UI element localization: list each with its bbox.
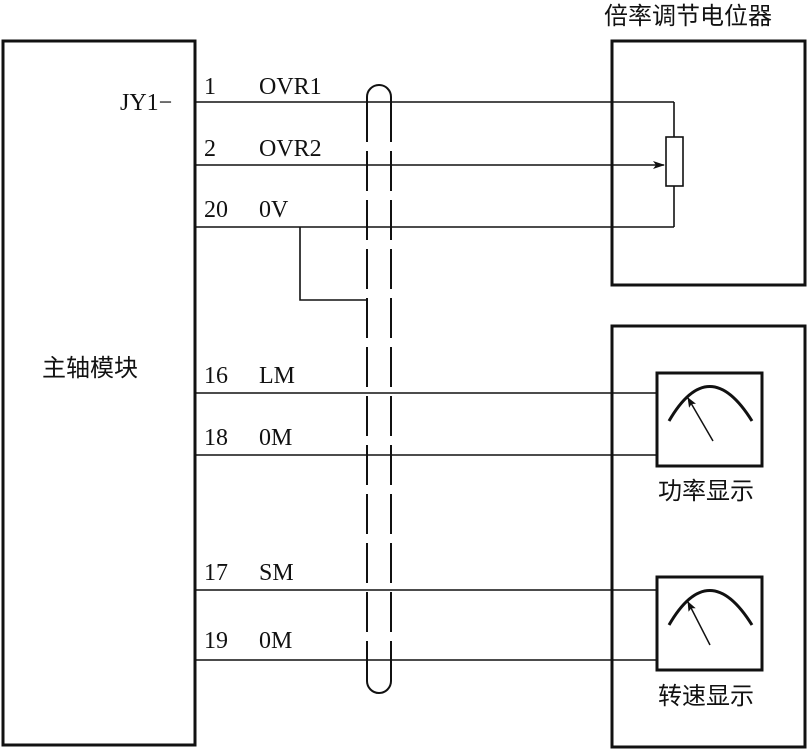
pin-number: 16	[204, 363, 228, 389]
meters-box	[610, 324, 807, 749]
meters-unit: 功率显示 转速显示	[610, 324, 807, 749]
connector-prefix: JY1−	[120, 90, 172, 116]
signal-name: 0M	[259, 628, 292, 654]
speed-meter-frame	[655, 575, 764, 672]
meter-scale-arc-icon	[667, 589, 754, 626]
pin-number: 19	[204, 628, 228, 654]
main-module-label: 主轴模块	[42, 354, 138, 382]
wires	[195, 101, 674, 661]
pin-number: 2	[204, 136, 216, 162]
meter-needle-icon	[687, 601, 711, 646]
main-module-box	[1, 39, 197, 747]
signal-labels: 1 OVR1 2 OVR2 20 0V 16 LM 18 0M 17 SM 19…	[204, 74, 322, 654]
pin-number: 17	[204, 560, 228, 586]
signal-name: LM	[259, 363, 295, 389]
potentiometer-box	[610, 39, 807, 287]
pin-number: 1	[204, 74, 216, 100]
signal-name: OVR1	[259, 74, 322, 100]
signal-name: OVR2	[259, 136, 322, 162]
meter-scale-arc-icon	[667, 385, 754, 422]
shield-top-arc	[366, 84, 392, 102]
pin-number: 20	[204, 197, 228, 223]
speed-meter: 转速显示	[655, 575, 764, 710]
signal-name: 0V	[259, 197, 289, 223]
signal-name: 0M	[259, 425, 292, 451]
potentiometer-resistor-icon	[665, 136, 684, 187]
speed-meter-label: 转速显示	[658, 682, 754, 710]
power-meter-label: 功率显示	[658, 477, 754, 505]
power-meter: 功率显示	[655, 371, 764, 505]
power-meter-frame	[655, 371, 764, 468]
potentiometer-title: 倍率调节电位器	[604, 2, 772, 30]
shield-ground-branch	[299, 227, 367, 301]
potentiometer-unit: 倍率调节电位器	[604, 2, 807, 287]
pin-number: 18	[204, 425, 228, 451]
main-module: 主轴模块 JY1−	[1, 39, 197, 747]
cable-shield	[366, 84, 392, 694]
meter-needle-icon	[687, 397, 714, 442]
signal-name: SM	[259, 560, 294, 586]
shield-bottom-arc	[366, 655, 392, 694]
